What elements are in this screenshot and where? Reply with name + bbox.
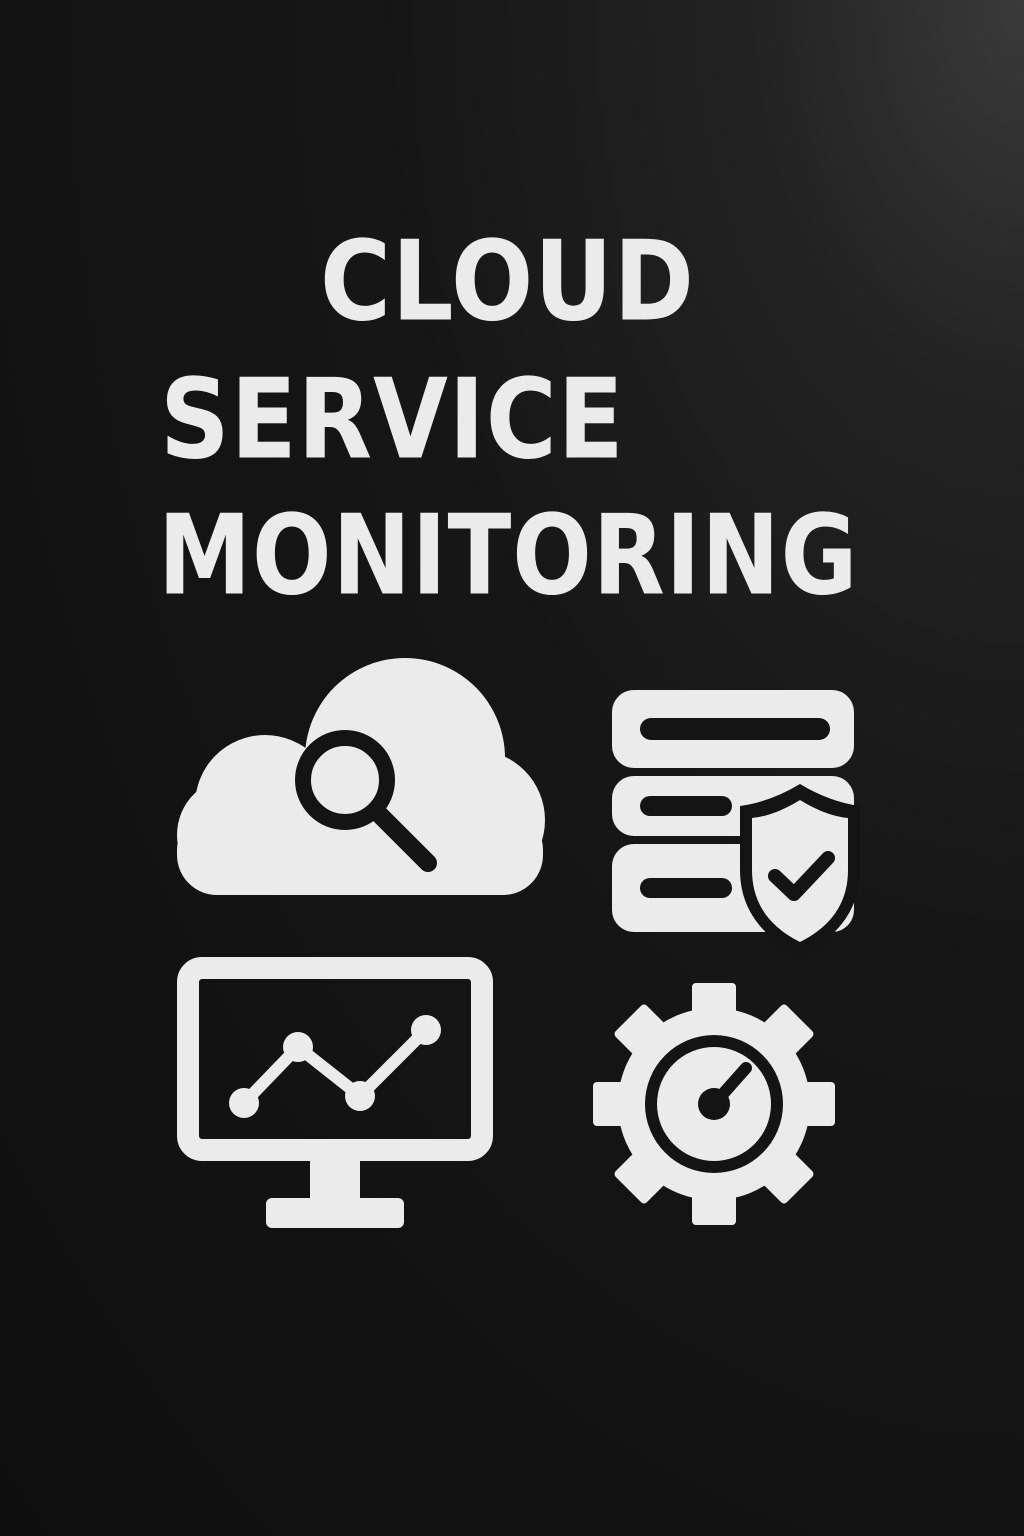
title-line-service: SERVICE bbox=[160, 354, 625, 484]
title-line-cloud: CLOUD bbox=[320, 216, 695, 346]
title-line-monitoring: MONITORING bbox=[158, 490, 859, 620]
cloud-search-icon bbox=[177, 658, 545, 895]
server-shield-icon bbox=[612, 690, 860, 956]
monitor-chart-icon bbox=[177, 957, 493, 1228]
gear-gauge-icon bbox=[593, 983, 835, 1225]
